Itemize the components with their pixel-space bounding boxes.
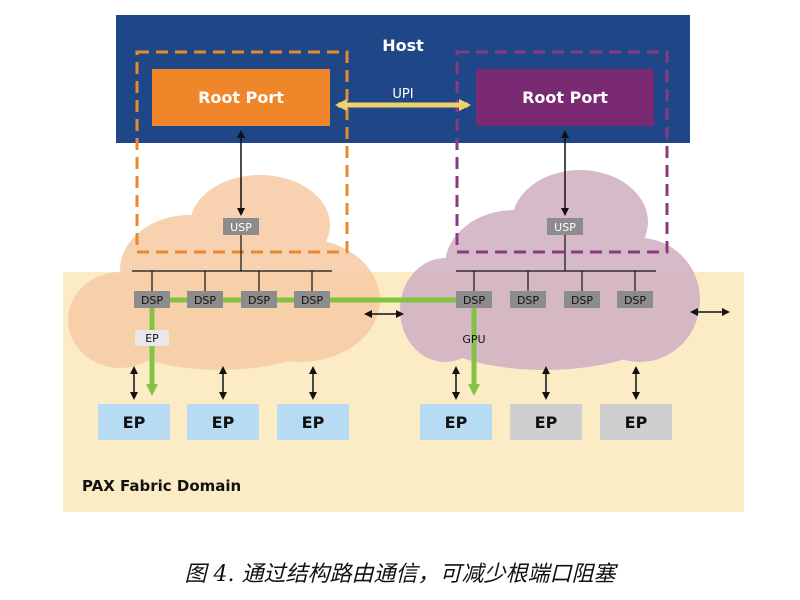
endpoint-1	[98, 404, 170, 440]
figure-caption: 图 4. 通过结构路由通信，可减少根端口阻塞	[184, 562, 616, 587]
fabric-domain-label: PAX Fabric Domain	[82, 477, 241, 495]
endpoint-5	[510, 404, 582, 440]
usp-left-label: USP	[230, 221, 252, 234]
root-port-right-label: Root Port	[522, 88, 608, 107]
root-port-left	[152, 69, 330, 126]
endpoint-5-label: EP	[535, 413, 558, 432]
dsp-right-1	[456, 291, 492, 308]
dsp-left-2-label: DSP	[194, 294, 216, 307]
endpoint-2	[187, 404, 259, 440]
dsp-right-2-label: DSP	[517, 294, 539, 307]
usp-right	[547, 218, 583, 235]
upi-label: UPI	[392, 87, 413, 102]
endpoint-2-label: EP	[212, 413, 235, 432]
dsp-left-1	[134, 291, 170, 308]
dsp-right-3	[564, 291, 600, 308]
dsp-left-3-label: DSP	[248, 294, 270, 307]
dsp-left-2	[187, 291, 223, 308]
endpoint-1-label: EP	[123, 413, 146, 432]
dsp-right-4	[617, 291, 653, 308]
ep-intermediate-label: EP	[145, 332, 159, 345]
dsp-left-3	[241, 291, 277, 308]
left-switch-bus	[132, 235, 332, 291]
root-port-left-label: Root Port	[198, 88, 284, 107]
ep-intermediate-box	[135, 330, 169, 346]
dsp-right-3-label: DSP	[571, 294, 593, 307]
dsp-right-2	[510, 291, 546, 308]
endpoint-4-label: EP	[445, 413, 468, 432]
usp-left	[223, 218, 259, 235]
usp-right-label: USP	[554, 221, 576, 234]
root-port-right	[476, 69, 654, 126]
host-title: Host	[382, 36, 424, 55]
gpu-label: GPU	[462, 333, 485, 346]
endpoint-6-label: EP	[625, 413, 648, 432]
endpoint-4	[420, 404, 492, 440]
dsp-left-4-label: DSP	[301, 294, 323, 307]
endpoint-3-label: EP	[302, 413, 325, 432]
left-cloud	[68, 175, 380, 370]
dsp-left-1-label: DSP	[141, 294, 163, 307]
endpoint-6	[600, 404, 672, 440]
endpoint-3	[277, 404, 349, 440]
right-cloud	[400, 170, 700, 370]
dsp-left-4	[294, 291, 330, 308]
dsp-right-1-label: DSP	[463, 294, 485, 307]
right-switch-bus	[456, 235, 656, 291]
left-dashed-partition	[135, 50, 349, 254]
dsp-right-4-label: DSP	[624, 294, 646, 307]
right-dashed-partition	[455, 50, 669, 254]
